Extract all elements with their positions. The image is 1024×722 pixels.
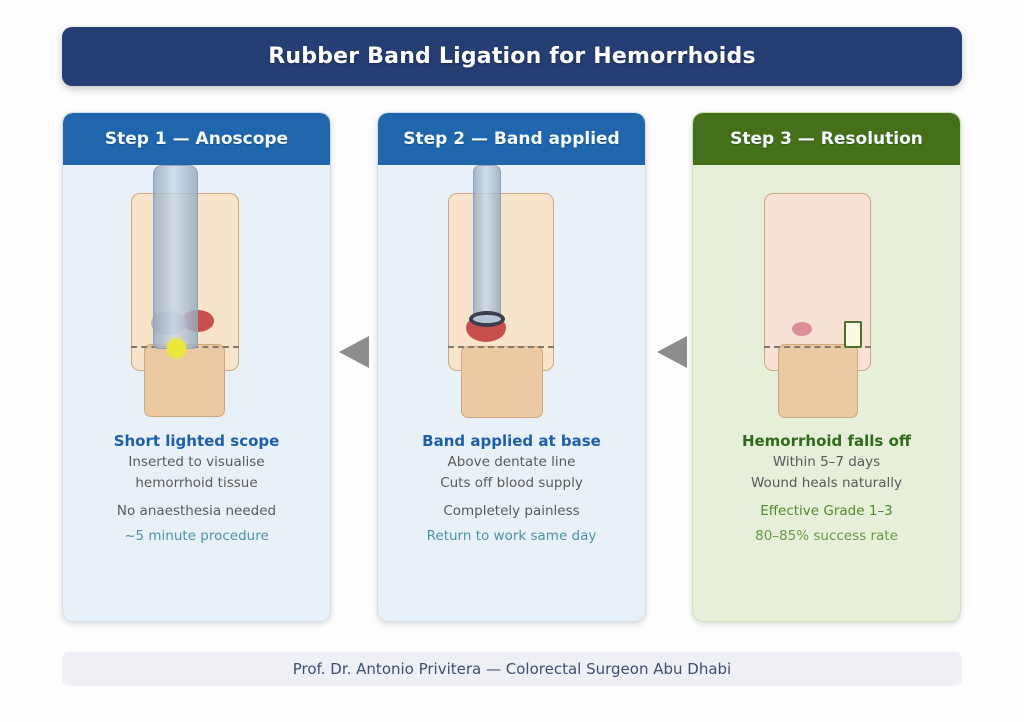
anal-canal-shape xyxy=(778,344,858,418)
step-2-header-label: Step 2 — Band applied xyxy=(403,129,620,149)
page-title: Rubber Band Ligation for Hemorrhoids xyxy=(268,44,756,69)
step-1-caption: Short lighted scope xyxy=(113,432,280,450)
footer-credit: Prof. Dr. Antonio Privitera — Colorectal… xyxy=(292,660,732,678)
step-2-line-3: Completely painless xyxy=(443,503,580,519)
step-1-card: Step 1 — Anoscope Short lighted scope In… xyxy=(62,112,331,622)
dentate-line xyxy=(448,346,554,348)
step-2-line-2: Cuts off blood supply xyxy=(440,475,583,491)
fallen-band-marker xyxy=(844,321,862,348)
step-1-line-3: No anaesthesia needed xyxy=(116,503,277,519)
anal-canal-shape xyxy=(144,344,225,417)
step-3-header-label: Step 3 — Resolution xyxy=(730,129,923,149)
arrow-left-icon xyxy=(657,336,687,368)
step-2-line-4: Return to work same day xyxy=(426,528,597,544)
scope-light-icon xyxy=(167,339,186,358)
step-3-line-2: Wound heals naturally xyxy=(751,475,902,491)
step-1-line-1: Inserted to visualise xyxy=(128,454,265,470)
step-2-text: Band applied at base Above dentate line … xyxy=(378,431,645,547)
step-2-line-1: Above dentate line xyxy=(447,454,576,470)
step-1-line-2: hemorrhoid tissue xyxy=(135,475,258,491)
step-1-text: Short lighted scope Inserted to visualis… xyxy=(63,431,330,547)
step-3-caption: Hemorrhoid falls off xyxy=(741,432,912,450)
healing-spot-shape xyxy=(792,322,812,336)
step-2-header: Step 2 — Band applied xyxy=(378,113,645,165)
step-3-line-1: Within 5–7 days xyxy=(772,454,881,470)
ligator-tube xyxy=(473,165,501,319)
step-1-header-label: Step 1 — Anoscope xyxy=(104,129,289,149)
step-3-card: Step 3 — Resolution Hemorrhoid falls off… xyxy=(692,112,961,622)
rectum-tissue-shape xyxy=(448,193,554,371)
step-1-header: Step 1 — Anoscope xyxy=(63,113,330,165)
step-3-header: Step 3 — Resolution xyxy=(693,113,960,165)
step-2-card: Step 2 — Band applied Band applied at ba… xyxy=(377,112,646,622)
rubber-band-icon xyxy=(469,311,505,327)
footer-bar: Prof. Dr. Antonio Privitera — Colorectal… xyxy=(62,652,962,686)
step-3-text: Hemorrhoid falls off Within 5–7 days Wou… xyxy=(693,431,960,547)
step-1-line-4: ~5 minute procedure xyxy=(124,528,269,544)
anal-canal-shape xyxy=(461,346,543,418)
step-2-caption: Band applied at base xyxy=(422,432,601,450)
step-3-line-3: Effective Grade 1–3 xyxy=(760,503,893,519)
anoscope-tube xyxy=(153,165,198,349)
step-3-line-4: 80–85% success rate xyxy=(755,528,898,544)
arrow-left-icon xyxy=(339,336,369,368)
dentate-line xyxy=(764,346,871,348)
title-bar: Rubber Band Ligation for Hemorrhoids xyxy=(62,27,962,86)
